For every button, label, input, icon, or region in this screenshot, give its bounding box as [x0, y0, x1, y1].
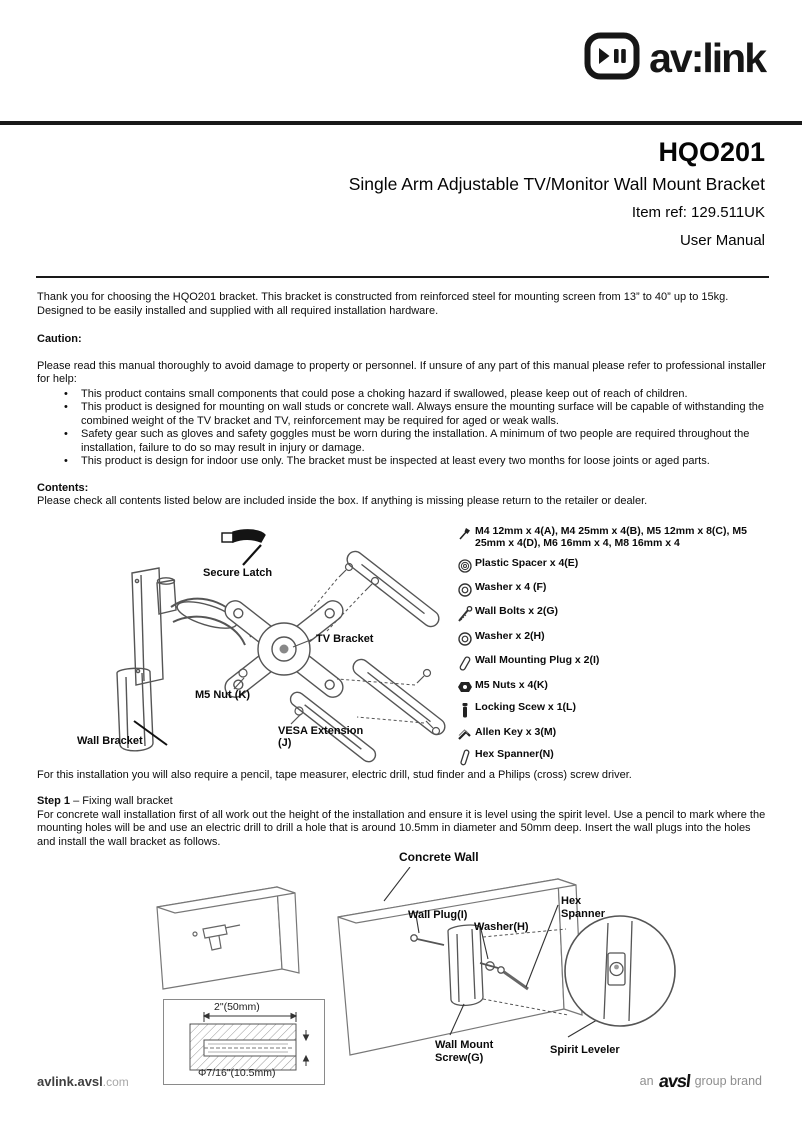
- nut-icon: [455, 679, 475, 694]
- caution-bullets: • This product contains small components …: [37, 388, 769, 469]
- hex-spanner-icon: [455, 748, 475, 767]
- title-block: HQO201 Single Arm Adjustable TV/Monitor …: [349, 137, 765, 249]
- washer-icon: [455, 630, 475, 647]
- brand-wordmark: av:link: [649, 35, 767, 81]
- body-content: Thank you for choosing the HQO201 bracke…: [37, 291, 769, 1089]
- label-washer: Washer(H): [474, 921, 529, 933]
- part-label: Locking Scew x 1(L): [475, 700, 576, 713]
- step1-title: – Fixing wall bracket: [70, 795, 173, 807]
- exploded-view-drawing: [116, 528, 446, 762]
- bullet-marker: •: [64, 401, 68, 413]
- label-spirit-leveler: Spirit Leveler: [550, 1044, 620, 1056]
- hole-dimension-diagram: 2"(50mm) Φ7/16"(10.5mm): [163, 999, 325, 1085]
- doc-type: User Manual: [679, 232, 765, 249]
- footer-brand-suffix: group brand: [694, 1074, 762, 1088]
- part-label: Allen Key x 3(M): [475, 725, 557, 738]
- screws-icon: [455, 525, 475, 542]
- avsl-logo: avsl: [657, 1071, 691, 1091]
- item-ref: Item ref: 129.511UK: [631, 204, 765, 221]
- footer-group-brand: an avsl group brand: [639, 1071, 762, 1091]
- footer-site-suffix: .com: [102, 1075, 129, 1089]
- label-hex-spanner: Hex Spanner: [561, 895, 606, 920]
- label-tv-bracket: TV Bracket: [316, 632, 374, 645]
- list-item: Washer x 2(H): [455, 630, 767, 647]
- list-item: M4 12mm x 4(A), M4 25mm x 4(B), M5 12mm …: [455, 525, 767, 550]
- caution-lead: Please read this manual thoroughly to av…: [37, 359, 766, 386]
- list-item: M5 Nuts x 4(K): [455, 679, 767, 694]
- footer-site-bold: avlink.avsl: [37, 1074, 103, 1089]
- contents-lead: Please check all contents listed below a…: [37, 495, 648, 507]
- step1-body: For concrete wall installation first of …: [37, 808, 766, 848]
- part-label: Plastic Spacer x 4(E): [475, 556, 579, 569]
- contents-figure: Secure Latch TV Bracket M5 Nut (K) Wall …: [37, 521, 769, 765]
- label-vesa-extension: VESA Extension (J): [278, 724, 364, 750]
- label-wall-plug: Wall Plug(I): [408, 909, 468, 921]
- caution-heading: Caution:: [37, 333, 82, 345]
- step1-figure: Concrete Wall: [37, 851, 769, 1089]
- title-divider: [36, 276, 769, 278]
- list-item: Plastic Spacer x 4(E): [455, 557, 767, 574]
- footer-brand-prefix: an: [639, 1074, 654, 1088]
- tools-note: For this installation you will also requ…: [37, 768, 632, 781]
- list-item: • Safety gear such as gloves and safety g…: [37, 428, 769, 455]
- plastic-spacer-icon: [455, 557, 475, 574]
- part-label: M5 Nuts x 4(K): [475, 678, 548, 691]
- washer-icon: [455, 581, 475, 598]
- list-item: • This product is design for indoor use o…: [37, 455, 769, 469]
- model-number: HQO201: [658, 137, 765, 167]
- allen-key-icon: [455, 726, 475, 741]
- intro-paragraph: Thank you for choosing the HQO201 bracke…: [37, 291, 729, 317]
- label-wall-mount-screw: Wall Mount Screw(G): [435, 1039, 494, 1064]
- wall-bracket-install-drawing: [337, 867, 676, 1056]
- bullet-marker: •: [64, 455, 68, 467]
- list-item: Allen Key x 3(M): [455, 726, 767, 741]
- step1-heading: Step 1 – Fixing wall bracket: [37, 795, 769, 809]
- list-item: Washer x 4 (F): [455, 581, 767, 598]
- part-label: Hex Spanner(N): [475, 747, 554, 760]
- part-label: Washer x 4 (F): [475, 580, 547, 593]
- list-item: • This product contains small components …: [37, 388, 769, 402]
- bullet-text: Safety gear such as gloves and safety go…: [81, 428, 750, 454]
- parts-list: M4 12mm x 4(A), M4 25mm x 4(B), M5 12mm …: [455, 525, 767, 774]
- header-divider: [0, 121, 802, 125]
- label-hole-width: 2"(50mm): [214, 1001, 260, 1013]
- part-label: Washer x 2(H): [475, 629, 545, 642]
- part-label: Wall Mounting Plug x 2(I): [475, 653, 600, 666]
- bullet-text: This product contains small components t…: [81, 387, 688, 400]
- list-item: Wall Bolts x 2(G): [455, 605, 767, 623]
- part-label: Wall Bolts x 2(G): [475, 604, 559, 617]
- bullet-text: This product is designed for mounting on…: [81, 401, 764, 427]
- bullet-marker: •: [64, 387, 68, 400]
- avlink-logo: av:link: [584, 32, 767, 85]
- footer-website: avlink.avsl.com: [37, 1074, 129, 1089]
- label-secure-latch: Secure Latch: [203, 566, 273, 579]
- part-label: M4 12mm x 4(A), M4 25mm x 4(B), M5 12mm …: [475, 524, 747, 550]
- locking-screw-icon: [455, 701, 475, 719]
- label-concrete-wall: Concrete Wall: [399, 850, 479, 864]
- contents-heading: Contents:: [37, 481, 89, 494]
- bullet-marker: •: [64, 428, 68, 440]
- drill-wall-drawing: [156, 886, 300, 990]
- wall-bolt-icon: [455, 605, 475, 623]
- bullet-text: This product is design for indoor use on…: [81, 455, 710, 467]
- list-item: • This product is designed for mounting o…: [37, 401, 769, 428]
- step1-label: Step 1: [37, 795, 71, 807]
- label-m5-nut: M5 Nut (K): [195, 688, 250, 701]
- label-hole-diameter: Φ7/16"(10.5mm): [198, 1067, 276, 1079]
- label-wall-bracket: Wall Bracket: [77, 734, 143, 747]
- list-item: Locking Scew x 1(L): [455, 701, 767, 719]
- play-pause-icon: [584, 32, 640, 85]
- list-item: Hex Spanner(N): [455, 748, 767, 767]
- product-name: Single Arm Adjustable TV/Monitor Wall Mo…: [348, 174, 765, 194]
- wall-plug-icon: [455, 654, 475, 672]
- list-item: Wall Mounting Plug x 2(I): [455, 654, 767, 672]
